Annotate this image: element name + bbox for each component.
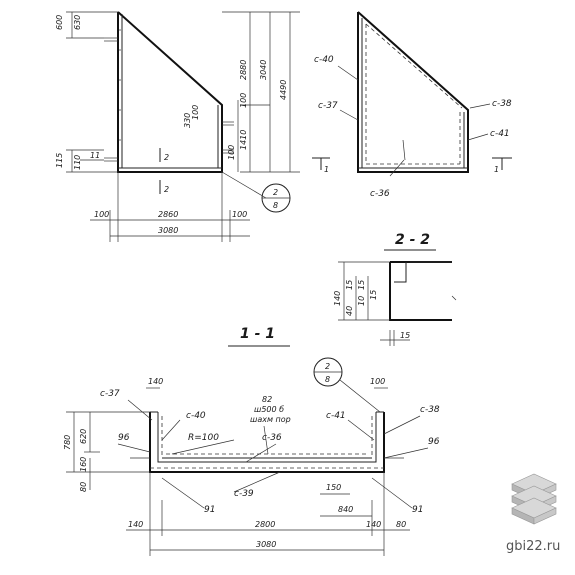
dim-11-140-top: 140 xyxy=(148,377,163,386)
dim-22-15c: 15 xyxy=(369,290,378,300)
dim-11: 11 xyxy=(90,151,100,160)
label-r100: R=100 xyxy=(188,433,219,443)
logo-icon xyxy=(511,473,557,525)
dim-115: 115 xyxy=(55,153,64,168)
label-91-right: 91 xyxy=(412,505,423,515)
watermark: gbi22.ru xyxy=(506,473,560,554)
dim-11-3080: 3080 xyxy=(256,540,276,549)
section-1-1-title: 1 - 1 xyxy=(240,326,275,342)
label-c36-side: с-36 xyxy=(370,189,390,199)
side-view: с-40 с-37 с-38 с-41 с-36 1 1 xyxy=(312,11,512,199)
callout-number-top: 2 xyxy=(273,188,278,197)
dim-330: 330 xyxy=(183,113,192,128)
label-c37-section: с-37 xyxy=(100,389,120,399)
note-w500: ш500 б xyxy=(254,405,284,414)
dim-630: 630 xyxy=(73,15,82,30)
dim-11-80-right: 80 xyxy=(396,520,406,529)
dim-22-15d: 15 xyxy=(400,331,410,340)
dim-11-80-left: 80 xyxy=(79,482,88,492)
dim-11-100-top: 100 xyxy=(370,377,385,386)
section-marker-2-lower: 2 xyxy=(164,185,169,194)
dim-11-780: 780 xyxy=(63,435,72,450)
dim-11-160: 160 xyxy=(79,457,88,472)
dim-600: 600 xyxy=(55,15,64,30)
label-c40: с-40 xyxy=(314,55,334,65)
section-2-2-title: 2 - 2 xyxy=(395,232,430,248)
dim-100-mid: 100 xyxy=(227,145,236,160)
note-82: 82 xyxy=(262,395,272,404)
label-c38: с-38 xyxy=(492,99,512,109)
label-c40-section: с-40 xyxy=(186,411,206,421)
dim-22-140: 140 xyxy=(333,291,342,306)
dim-22-10: 10 xyxy=(357,296,366,306)
label-96-right: 96 xyxy=(428,437,440,447)
dim-2860: 2860 xyxy=(158,210,178,219)
dim-100-left: 100 xyxy=(94,210,109,219)
label-c41: с-41 xyxy=(490,129,510,139)
dim-11-140-left: 140 xyxy=(128,520,143,529)
dim-2880: 2880 xyxy=(239,60,248,80)
dim-100-inner: 100 xyxy=(191,105,200,120)
dim-11-150: 150 xyxy=(326,483,341,492)
elevation-view: 600 630 115 110 11 2880 3040 4490 100 14… xyxy=(55,11,300,242)
dim-110: 110 xyxy=(73,155,82,170)
label-c37: с-37 xyxy=(318,101,338,111)
section-marker-1-left: 1 xyxy=(324,165,329,174)
section-2-2: 2 - 2 140 15 15 10 15 40 15 xyxy=(333,232,457,346)
label-96-left: 96 xyxy=(118,433,130,443)
dim-3080-top: 3080 xyxy=(158,226,178,235)
label-c39: с-39 xyxy=(234,489,254,499)
note-shakh: шахм пор xyxy=(250,415,291,424)
dim-100-top: 100 xyxy=(239,93,248,108)
callout-section-bottom: 8 xyxy=(325,375,330,384)
section-marker-1-right: 1 xyxy=(494,165,499,174)
label-c38-section: с-38 xyxy=(420,405,440,415)
dim-11-2800: 2800 xyxy=(255,520,275,529)
dim-11-140-right: 140 xyxy=(366,520,381,529)
section-marker-2-upper: 2 xyxy=(164,153,169,162)
dim-3040: 3040 xyxy=(259,60,268,80)
label-c41-section: с-41 xyxy=(326,411,346,421)
callout-section-top: 2 xyxy=(325,362,330,371)
section-1-1: 1 - 1 2 8 с-37 с-40 R=100 с-36 с-41 с-38 xyxy=(63,326,440,556)
dim-22-15a: 15 xyxy=(345,280,354,290)
label-91-left: 91 xyxy=(204,505,215,515)
callout-number-bottom: 8 xyxy=(273,201,278,210)
dim-22-15b: 15 xyxy=(357,280,366,290)
dim-11-840: 840 xyxy=(338,505,353,514)
dim-22-40: 40 xyxy=(345,306,354,316)
dim-100-right: 100 xyxy=(232,210,247,219)
label-c36-section: с-36 xyxy=(262,433,282,443)
dim-11-620: 620 xyxy=(79,429,88,444)
dim-1410: 1410 xyxy=(239,130,248,150)
dim-4490: 4490 xyxy=(279,80,288,100)
watermark-text: gbi22.ru xyxy=(506,539,560,554)
